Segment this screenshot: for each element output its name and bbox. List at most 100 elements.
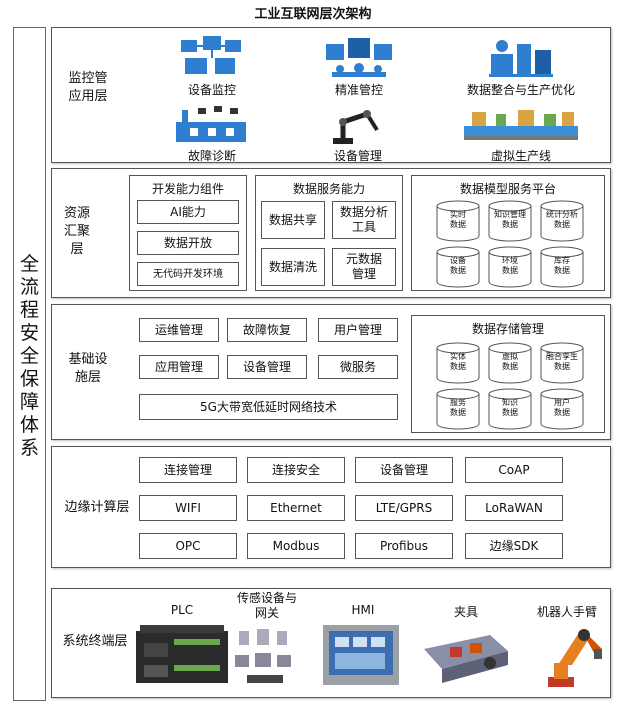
edge-layer-name: 边缘计算层 (64, 500, 130, 515)
cylinder-label: 实时 数据 (450, 210, 466, 229)
edge-item-box: 设备管理 (355, 457, 453, 483)
edge-item-box: 连接安全 (247, 457, 345, 483)
data-cleaning-box: 数据清洗 (261, 248, 325, 286)
cylinder-shape (540, 342, 584, 384)
terminal-fixture-label: 夹具 (453, 605, 478, 619)
side-label: 全流程安全保障体系 (14, 253, 45, 460)
page-title: 工业互联网层次架构 (254, 7, 372, 22)
cylinder-shape (436, 246, 480, 288)
security-system-sidebar: 全流程安全保障体系 (13, 27, 46, 701)
cylinder-label: 统计分析 数据 (546, 210, 578, 229)
cylinder-label: 环境 数据 (502, 256, 518, 275)
microservice-box: 微服务 (318, 355, 398, 379)
no-code-env-box: 无代码开发环境 (137, 262, 239, 286)
cylinder-shape (436, 200, 480, 242)
data-model-platform-group: 数据模型服务平台 实时 数据 知识管理 数据 统计分析 数据设备 数据 环境 数据 库存… (411, 175, 605, 291)
hmi-icon (323, 625, 399, 685)
fault-recovery-box: 故障恢复 (227, 318, 307, 342)
data-service-group: 数据服务能力 数据共享 数据分析工具 数据清洗 元数据管理 (255, 175, 403, 291)
edge-item-box: 连接管理 (139, 457, 237, 483)
monitor-item-fault-diagnosis: 故障诊断 (187, 149, 236, 163)
data-model-cylinder: 设备 数据 (436, 246, 480, 288)
cylinder-label: 服务 数据 (450, 398, 466, 417)
data-model-cylinder: 实时 数据 (436, 200, 480, 242)
data-model-cylinder: 环境 数据 (488, 246, 532, 288)
edge-item-box: CoAP (465, 457, 563, 483)
data-analysis-tools-box: 数据分析工具 (332, 201, 396, 239)
data-storage-cylinder: 虚拟 数据 (488, 342, 532, 384)
side-label-char: 保 (19, 368, 39, 390)
cylinder-label: 知识管理 数据 (494, 210, 526, 229)
terminal-layer: 系统终端层 PLC 传感设备与网关 HMI 夹具 机器人手臂 (51, 588, 611, 698)
fixture-icon (424, 635, 508, 683)
robot-arm-icon (333, 110, 379, 144)
data-model-cylinder: 库存 数据 (540, 246, 584, 288)
user-management-box: 用户管理 (318, 318, 398, 342)
edge-item-box: LTE/GPRS (355, 495, 453, 521)
side-label-char: 程 (19, 299, 39, 321)
side-label-char: 系 (19, 437, 39, 459)
data-storage-cylinder: 融合孪生 数据 (540, 342, 584, 384)
cylinder-label: 虚拟 数据 (502, 352, 518, 371)
edge-item-box: LoRaWAN (465, 495, 563, 521)
edge-item-box: Profibus (355, 533, 453, 559)
infrastructure-layer-name: 基础设 施层 (68, 352, 108, 385)
data-storage-cylinder: 服务 数据 (436, 388, 480, 430)
cylinder-shape (540, 388, 584, 430)
cylinder-shape (488, 342, 532, 384)
5g-network-box: 5G大带宽低延时网络技术 (139, 394, 398, 420)
monitor-layer-name: 监控管 应用层 (68, 71, 108, 104)
data-sharing-box: 数据共享 (261, 201, 325, 239)
cylinder-shape (540, 246, 584, 288)
data-integration-icon (489, 40, 553, 77)
terminal-layer-name: 系统终端层 (62, 634, 128, 649)
resource-layer: 资源 汇聚 层 开发能力组件 AI能力 数据开放 无代码开发环境 数据服务能力 … (51, 168, 611, 298)
cylinder-shape (436, 342, 480, 384)
virtual-production-line-icon (464, 110, 578, 140)
industrial-robot-arm-icon (548, 629, 602, 687)
side-label-char: 障 (19, 391, 39, 413)
resource-layer-name: 资源 汇聚 层 (63, 206, 90, 257)
monitor-item-device-monitor: 设备监控 (187, 83, 236, 97)
monitor-item-precise-control: 精准管控 (334, 83, 383, 97)
dev-components-group: 开发能力组件 AI能力 数据开放 无代码开发环境 (129, 175, 247, 291)
terminal-sensor-gateway-label: 传感设备与网关 (217, 591, 317, 621)
data-storage-cylinder: 实体 数据 (436, 342, 480, 384)
data-model-platform-title: 数据模型服务平台 (459, 182, 556, 196)
monitor-item-equipment-management: 设备管理 (333, 149, 382, 163)
monitor-item-virtual-production-line: 虚拟生产线 (490, 149, 551, 163)
terminal-robot-arm-label: 机器人手臂 (536, 605, 597, 619)
edge-item-box: WIFI (139, 495, 237, 521)
cylinder-shape (488, 388, 532, 430)
data-open-box: 数据开放 (137, 231, 239, 255)
cylinder-label: 融合孪生 数据 (546, 352, 578, 371)
precise-control-icon (326, 38, 392, 77)
sensor-gateway-icon (235, 629, 291, 683)
cylinder-shape (488, 246, 532, 288)
data-storage-cylinder: 用户 数据 (540, 388, 584, 430)
terminal-plc-label: PLC (170, 603, 194, 617)
sensor-label-line: 传感设备与 (236, 591, 297, 605)
cylinder-label: 库存 数据 (554, 256, 570, 275)
edge-item-box: 边缘SDK (465, 533, 563, 559)
data-storage-cylinder: 知识 数据 (488, 388, 532, 430)
ops-management-box: 运维管理 (139, 318, 219, 342)
app-management-box: 应用管理 (139, 355, 219, 379)
terminal-hmi-label: HMI (351, 603, 375, 617)
infrastructure-layer: 基础设 施层 运维管理 故障恢复 用户管理 应用管理 设备管理 微服务 5G大带… (51, 304, 611, 440)
cylinder-label: 设备 数据 (450, 256, 466, 275)
side-label-char: 流 (19, 276, 39, 298)
data-storage-group: 数据存储管理 实体 数据 虚拟 数据 融合孪生 数据服务 数据 知识 数据用户 数据 (411, 315, 605, 433)
cylinder-label: 实体 数据 (450, 352, 466, 371)
monitor-layer: 监控管 应用层 设备监控 精准管控 数据整合与生产优化 故障诊断 设备管理 (51, 27, 611, 163)
cylinder-shape (488, 200, 532, 242)
sensor-label-line: 网关 (254, 606, 279, 620)
edge-item-box: OPC (139, 533, 237, 559)
dev-components-title: 开发能力组件 (151, 182, 224, 196)
edge-item-box: Ethernet (247, 495, 345, 521)
side-label-char: 全 (19, 345, 39, 367)
metadata-management-box: 元数据管理 (332, 248, 396, 286)
monitor-item-data-integration: 数据整合与生产优化 (466, 83, 575, 97)
edge-layer: 边缘计算层 连接管理连接安全设备管理 CoAP WIFI Ethernet LTE/GP… (51, 446, 611, 568)
data-storage-title: 数据存储管理 (471, 322, 544, 336)
